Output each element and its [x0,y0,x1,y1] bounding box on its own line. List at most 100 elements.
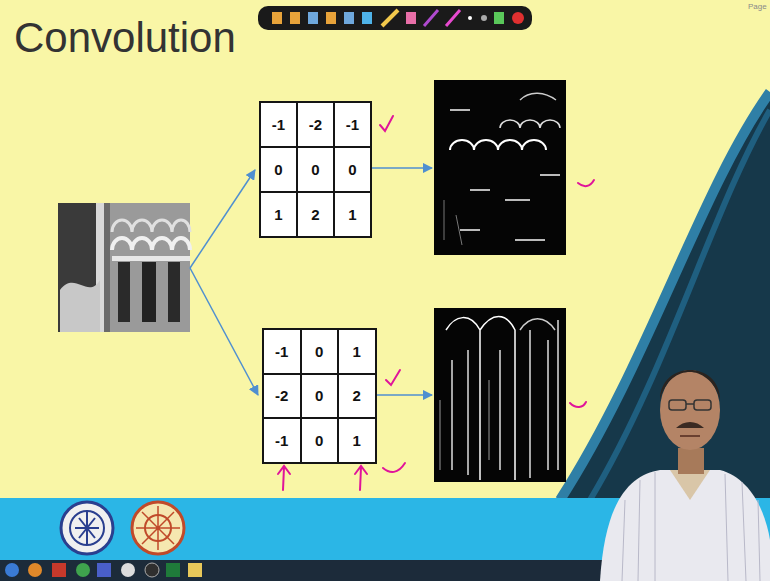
art-rect [97,563,111,577]
kernel-cell: 0 [333,146,372,193]
art-rect [112,256,190,261]
art-path [60,280,100,332]
kernel-value: -2 [275,387,288,404]
art-rect [669,400,686,410]
art-rect [678,448,704,474]
art-rect [188,563,202,577]
kernel-value: 0 [274,161,282,178]
art-rect [142,262,156,322]
kernel-value: 2 [311,206,319,223]
art-path [570,402,586,407]
slide-title: Convolution [14,14,236,62]
art-circle [512,12,524,24]
art-rect [272,12,282,24]
output-image [434,308,566,482]
kernel-value: -1 [272,116,285,133]
art-path [424,10,438,26]
art-circle [61,502,113,554]
art-path [670,470,710,500]
art-rect [52,563,66,577]
flow-arrow [377,394,432,396]
art-path [500,120,560,128]
art-path [386,370,400,385]
art-path [136,506,180,550]
art-path [660,370,720,400]
art-path [676,422,704,428]
flow-arrow [190,268,258,395]
kernel-cell: -1 [259,101,298,148]
art-rect [694,400,711,410]
page-label: Page [748,2,767,11]
kernel-cell: -1 [333,101,372,148]
kernel-value: -1 [275,343,288,360]
kernel-cell: 1 [337,417,377,464]
art-path [600,470,770,581]
kernel-value: 0 [311,161,319,178]
art-path [75,512,99,544]
art-path [520,319,555,330]
kernel-cell: 2 [337,373,377,420]
annotation-mark [278,116,594,490]
toolbar [258,6,532,30]
art-path [686,403,694,405]
art-rect [434,308,566,482]
art-rect [434,80,566,255]
art-path [578,180,594,186]
logo [61,502,113,554]
logo [132,502,184,554]
taskbar-icons [5,563,202,577]
art-circle [132,502,184,554]
art-circle [481,15,487,21]
flow-arrow [372,167,432,169]
art-path [680,435,700,437]
presenter [600,370,770,581]
kernel-value: -1 [346,116,359,133]
art-rect [110,203,190,332]
art-rect [362,12,372,24]
kernel-cell: 1 [259,191,298,238]
art-rect [326,12,336,24]
art-circle [76,563,90,577]
art-circle [70,511,104,545]
background-band [560,92,770,500]
art-ellipse [660,370,720,450]
art-path [112,238,190,250]
art-circle [5,563,19,577]
art-path [383,463,405,472]
art-path [355,466,367,490]
kernel-cell: 0 [300,373,340,420]
kernel-cell: 1 [337,328,377,375]
background-band [590,110,770,500]
input-image [58,203,190,332]
kernel-cell: 0 [300,328,340,375]
kernel-value: -1 [275,432,288,449]
art-path [520,93,556,100]
art-path [440,380,489,470]
art-path [444,200,462,245]
art-rect [118,262,130,322]
art-path [112,220,190,232]
art-rect [290,12,300,24]
art-rect [308,12,318,24]
kernel-value: 1 [353,343,361,360]
flow-arrow [190,170,255,268]
kernel-value: 1 [274,206,282,223]
kernel-value: 1 [348,206,356,223]
art-rect [494,12,504,24]
art-rect [258,6,532,30]
kernel-cell: -1 [262,417,302,464]
art-path [278,466,290,490]
kernel-value: 1 [353,432,361,449]
kernel-value: -2 [309,116,322,133]
art-rect [166,563,180,577]
art-path [382,10,398,26]
art-path [380,116,393,131]
kernel-cell: 0 [296,146,335,193]
art-circle [28,563,42,577]
kernel-cell: -2 [262,373,302,420]
art-circle [145,563,159,577]
art-path [450,140,546,150]
art-rect [168,262,180,322]
kernel-value: 2 [353,387,361,404]
